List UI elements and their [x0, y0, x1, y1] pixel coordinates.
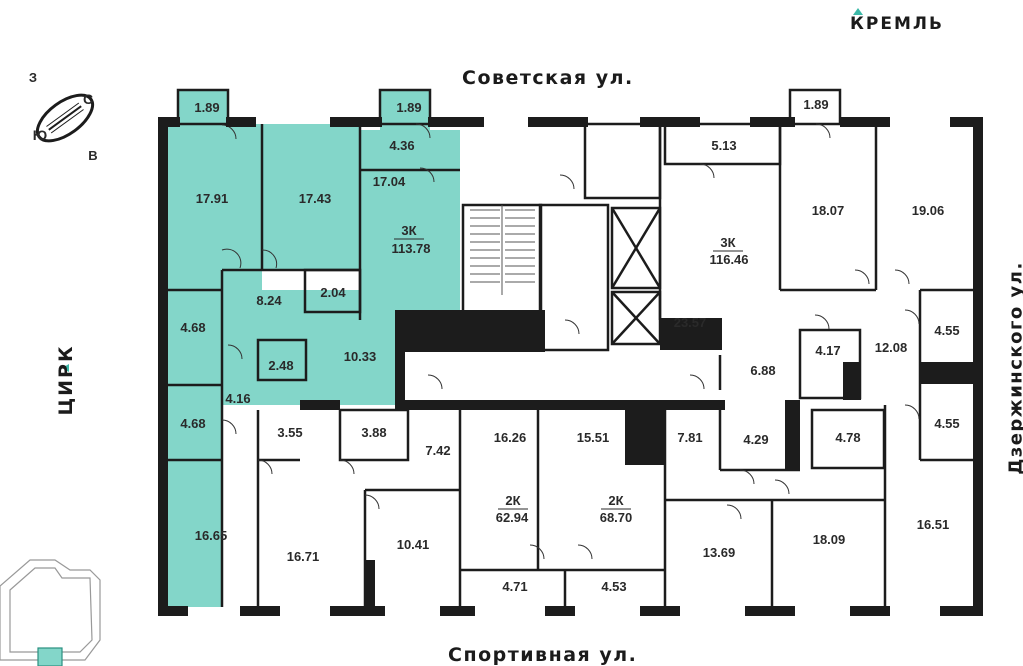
room-area: 23.57: [674, 315, 707, 330]
doors: [221, 123, 920, 560]
room-area: 4.68: [180, 320, 205, 335]
room-area: 2.04: [320, 285, 346, 300]
apartment-type: 2К: [608, 493, 623, 508]
kreml-marker-icon: [853, 8, 863, 15]
room-area: 10.33: [344, 349, 377, 364]
room-area: 7.42: [425, 443, 450, 458]
cirk-marker-icon: [62, 364, 69, 372]
stairs: [470, 205, 535, 295]
room-area: 16.71: [287, 549, 320, 564]
room-area: 17.43: [299, 191, 332, 206]
room-area: 5.13: [711, 138, 736, 153]
room-area: 15.51: [577, 430, 610, 445]
compass-north: С: [83, 91, 93, 107]
room-area: 17.91: [196, 191, 229, 206]
apartment-area: 116.46: [709, 252, 748, 267]
room-area: 4.71: [502, 579, 527, 594]
room-area: 4.68: [180, 416, 205, 431]
apartment-area: 113.78: [391, 241, 430, 256]
room-area: 18.09: [813, 532, 846, 547]
room-area: 16.26: [494, 430, 527, 445]
room-area: 8.24: [256, 293, 282, 308]
room-area: 13.69: [703, 545, 736, 560]
apartment-type: 3К: [401, 223, 416, 238]
room-area: 4.53: [601, 579, 626, 594]
room-area: 4.78: [835, 430, 860, 445]
room-area: 18.07: [812, 203, 845, 218]
apartment-labels: 3К 113.78 3К 116.46 2К 62.94 2К 68.70: [391, 223, 748, 525]
interior-walls: [167, 88, 975, 607]
room-area: 3.55: [277, 425, 302, 440]
compass-south: Ю: [33, 127, 47, 143]
room-area: 3.88: [361, 425, 386, 440]
room-area: 6.88: [750, 363, 775, 378]
exterior-walls: [158, 117, 983, 616]
room-area: 4.36: [389, 138, 414, 153]
street-label-right: Дзержинского ул.: [1005, 261, 1023, 475]
compass-west: З: [29, 70, 37, 85]
room-area: 17.04: [373, 174, 406, 189]
room-area: 16.51: [917, 517, 950, 532]
street-label-top: Советская ул.: [462, 67, 634, 89]
room-area: 4.55: [934, 323, 959, 338]
room-area: 4.16: [225, 391, 250, 406]
apartment-type: 2К: [505, 493, 520, 508]
room-area: 12.08: [875, 340, 908, 355]
room-area: 1.89: [194, 100, 219, 115]
room-area: 4.29: [743, 432, 768, 447]
room-area: 4.17: [815, 343, 840, 358]
street-label-top-right: КРЕМЛЬ: [850, 14, 944, 34]
room-area: 7.81: [677, 430, 702, 445]
room-area: 10.41: [397, 537, 430, 552]
room-area: 1.89: [803, 97, 828, 112]
site-mini-map: [0, 559, 101, 666]
apartment-area: 62.94: [496, 510, 529, 525]
street-label-bottom: Спортивная ул.: [448, 644, 638, 666]
room-area: 2.48: [268, 358, 293, 373]
compass: С В З Ю: [29, 70, 98, 163]
room-area: 1.89: [396, 100, 421, 115]
street-label-left: ЦИРК: [55, 344, 77, 416]
room-area: 4.55: [934, 416, 959, 431]
apartment-area: 68.70: [600, 510, 633, 525]
apartment-type: 3К: [720, 235, 735, 250]
room-area: 19.06: [912, 203, 945, 218]
compass-east: В: [88, 148, 97, 163]
room-labels: 1.89 1.89 1.89 17.91 17.43 4.36 17.04 5.…: [180, 97, 959, 594]
room-area: 16.65: [195, 528, 228, 543]
